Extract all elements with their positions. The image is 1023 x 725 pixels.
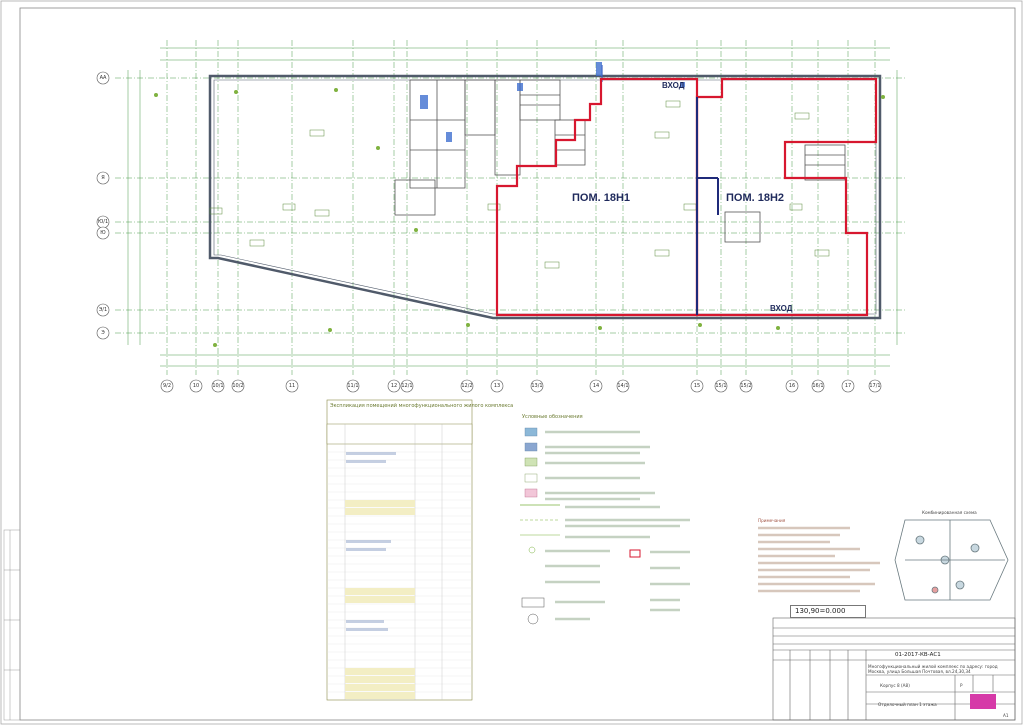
axis-label: 15/1	[715, 383, 727, 389]
axis-label: 11	[288, 383, 296, 389]
shaft-markers	[420, 62, 685, 142]
axis-label: Ю	[100, 230, 106, 236]
axis-label: 12/2	[461, 383, 473, 389]
axis-label: 17	[844, 383, 852, 389]
axis-label: Э	[101, 330, 105, 336]
key-plan	[894, 519, 1009, 601]
axis-label: 16/1	[812, 383, 824, 389]
room-18n1-outline[interactable]	[495, 77, 699, 317]
sheet-format: А1	[1003, 713, 1009, 718]
key-plan-title: Комбинированная схема	[922, 510, 977, 515]
interior-partitions	[394, 65, 846, 243]
axis-bubbles-bottom	[160, 379, 882, 393]
explication-table	[326, 399, 473, 701]
room-18n2-label: ПОМ. 18Н2	[726, 192, 785, 204]
axis-label: 14/1	[617, 383, 629, 389]
axis-label: Э/1	[98, 307, 108, 313]
axis-bubbles-left	[96, 71, 110, 340]
building-name: Корпус 8 (А8)	[880, 683, 910, 688]
axis-label: 15	[693, 383, 701, 389]
explication-title: Экспликация помещений многофункционально…	[330, 403, 514, 409]
axis-label: 11/1	[347, 383, 359, 389]
sheet-name: Отделочный план 1 этажа	[878, 702, 937, 707]
axis-label: 10/2	[232, 383, 244, 389]
notes-title: Примечания	[758, 518, 786, 523]
binding-strip	[3, 529, 21, 721]
drawing-code: 01-2017-КВ-АС1	[895, 652, 941, 658]
entrance-label-bottom: ВХОД	[770, 304, 793, 313]
axis-label: 12	[390, 383, 398, 389]
axis-label: 15/2	[740, 383, 752, 389]
axis-label: 17/1	[869, 383, 881, 389]
axis-label: Ю/1	[97, 219, 109, 225]
axis-label: АА	[99, 75, 107, 81]
axis-label: 9/2	[162, 383, 172, 389]
axis-label: 14	[592, 383, 600, 389]
stage-code: Р	[960, 683, 963, 688]
room-18n1-label: ПОМ. 18Н1	[572, 192, 631, 204]
entrance-label-top: ВХОД	[662, 81, 685, 90]
axis-label: 13/1	[531, 383, 543, 389]
elevation-scale: 130,90=0.000	[790, 605, 866, 618]
legend-panel	[520, 427, 690, 625]
annotation-marks	[154, 88, 885, 347]
axis-label: 16	[788, 383, 796, 389]
dimension-lines	[127, 47, 898, 367]
company-logo	[970, 694, 996, 709]
axis-label: 12/1	[401, 383, 413, 389]
axis-label: 10/1	[212, 383, 224, 389]
axis-label: Я	[101, 175, 105, 181]
title-block	[772, 617, 1016, 721]
axis-label: 10	[192, 383, 200, 389]
project-name: Многофункциональный жилой комплекс по ад…	[868, 664, 998, 674]
legend-title: Условные обозначения	[522, 414, 583, 420]
axis-label: 13	[493, 383, 501, 389]
notes-block	[758, 526, 880, 593]
room-18n2-outline[interactable]	[695, 77, 878, 317]
